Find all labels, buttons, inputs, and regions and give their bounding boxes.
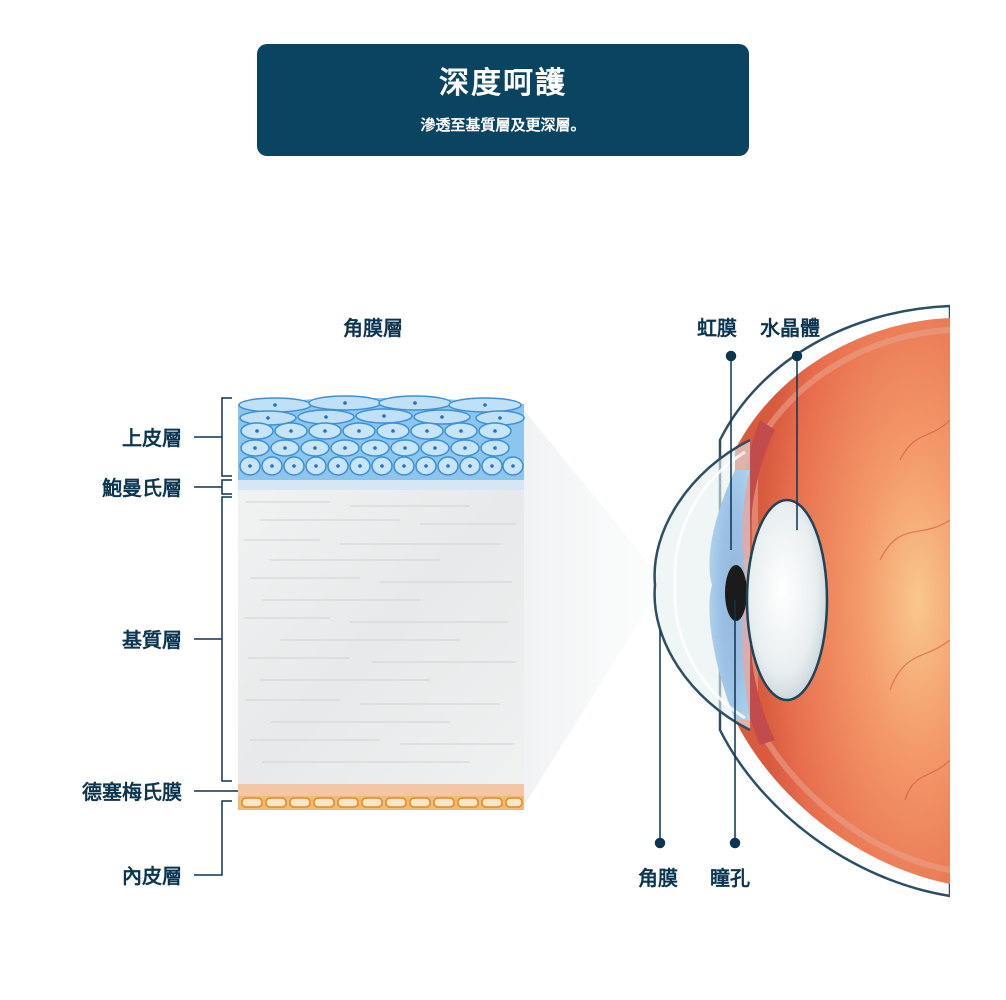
pupil-shape — [725, 565, 747, 621]
endothelium-layer — [238, 796, 524, 810]
stroma-layer — [238, 488, 524, 784]
descemet-layer — [238, 784, 524, 796]
layer-label-bowman: 鮑曼氏層 — [102, 476, 182, 500]
page-subtitle: 滲透至基質層及更深層。 — [420, 116, 586, 134]
layer-brackets — [194, 397, 238, 876]
layer-label-epithelium: 上皮層 — [122, 426, 182, 450]
light-beam — [524, 410, 664, 806]
title-banner: 深度呵護 滲透至基質層及更深層。 — [257, 44, 749, 156]
eye-illustration — [653, 304, 950, 898]
lens-shape — [745, 498, 829, 702]
eye-label-lens: 水晶體 — [760, 316, 820, 340]
layer-label-stroma: 基質層 — [122, 628, 182, 652]
page-title: 深度呵護 — [439, 66, 567, 101]
layer-label-endothelium: 內皮層 — [122, 864, 182, 888]
layer-label-descemet: 德塞梅氏膜 — [82, 780, 182, 804]
bowman-layer — [238, 478, 524, 490]
stroma-fibers — [244, 501, 516, 763]
eye-pointers — [654, 350, 803, 849]
eye-label-cornea: 角膜 — [638, 866, 678, 890]
eye-label-iris: 虹膜 — [697, 316, 737, 340]
epithelium-layer — [238, 395, 525, 480]
eye-label-pupil: 瞳孔 — [710, 866, 750, 890]
cornea-section-title: 角膜層 — [343, 316, 403, 340]
